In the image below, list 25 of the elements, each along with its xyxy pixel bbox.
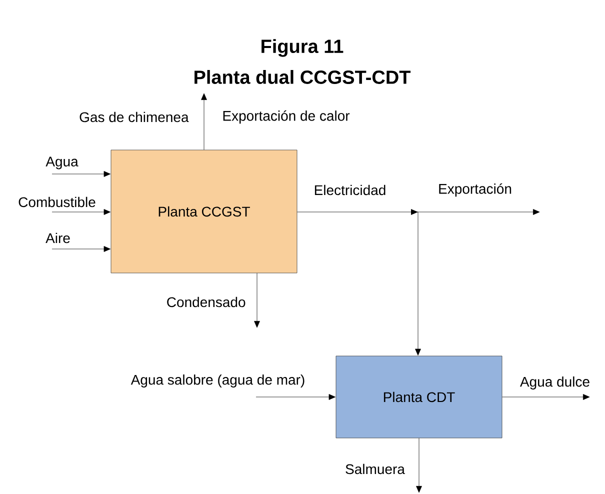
arrow xyxy=(416,438,422,493)
arrow xyxy=(502,394,590,400)
arrow xyxy=(256,394,336,400)
edge-label: Aire xyxy=(46,232,70,244)
flow-label: Exportación de calor xyxy=(223,110,350,124)
edge-label: Condensado xyxy=(167,296,246,308)
arrow xyxy=(52,209,110,215)
edge-label: Salmuera xyxy=(346,464,405,474)
arrow xyxy=(52,246,110,252)
edge-label: Exportación xyxy=(439,183,512,197)
arrow xyxy=(254,272,260,328)
arrow xyxy=(201,93,207,150)
figure-caption: Planta dual CCGST-CDT xyxy=(194,70,411,84)
edge-label: Combustible xyxy=(18,196,96,208)
figure-title: Figura 11 xyxy=(262,39,344,57)
process-box: Planta CCGST xyxy=(110,150,298,274)
edge-label: Gas de chimenea xyxy=(80,112,189,122)
edge-label: Agua xyxy=(46,156,78,170)
arrow xyxy=(418,209,540,215)
arrow xyxy=(297,208,421,356)
process-box: Planta CDT xyxy=(336,356,502,438)
edge-label: Electricidad xyxy=(314,184,386,196)
edge-label: Agua dulce xyxy=(520,376,590,390)
edge-label: Agua salobre (agua de mar) xyxy=(130,374,304,388)
arrow xyxy=(52,171,110,177)
